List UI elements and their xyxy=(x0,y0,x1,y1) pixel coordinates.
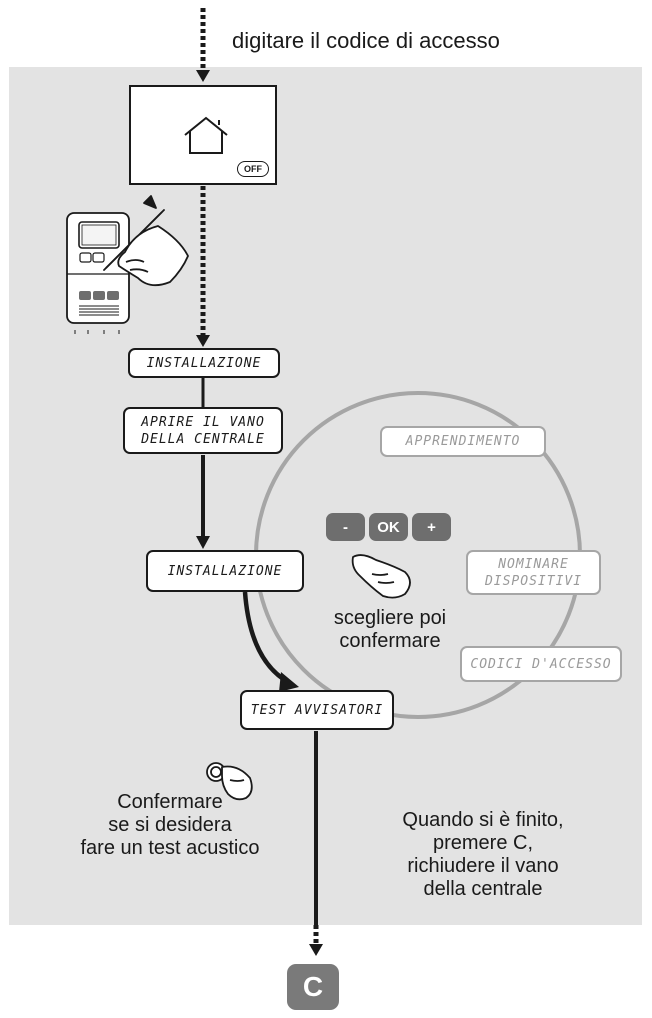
menu-item-apprendimento[interactable]: APPRENDIMENTO xyxy=(380,426,546,457)
alarm-screen: OFF xyxy=(129,85,277,185)
lcd-aprire-vano: APRIRE IL VANO DELLA CENTRALE xyxy=(123,407,283,454)
ok-key[interactable]: OK xyxy=(369,513,408,541)
access-code-instruction: digitare il codice di accesso xyxy=(232,28,500,53)
pointing-hand-icon xyxy=(351,554,411,599)
curved-arrowhead xyxy=(279,672,299,692)
background-panel xyxy=(9,67,642,925)
confirm-test-caption: Confermare se si desidera fare un test a… xyxy=(80,791,260,859)
c-button[interactable]: C xyxy=(287,964,339,1010)
installazione-arrowhead xyxy=(196,335,210,347)
lcd-installazione-1: INSTALLAZIONE xyxy=(128,348,280,378)
lcd-installazione-2: INSTALLAZIONE xyxy=(146,550,304,592)
pen-hand-icon xyxy=(103,195,189,287)
off-badge: OFF xyxy=(237,161,269,177)
bottom-arrowhead xyxy=(309,944,323,956)
menu-item-codici-accesso[interactable]: CODICI D'ACCESSO xyxy=(460,646,622,682)
finish-caption: Quando si è finito, premere C, richiuder… xyxy=(402,809,564,900)
step-arrowhead xyxy=(196,536,210,549)
choose-confirm-caption: scegliere poi confermare xyxy=(333,607,447,652)
top-arrowhead xyxy=(196,70,210,82)
minus-key[interactable]: - xyxy=(326,513,365,541)
control-panel-device-icon xyxy=(66,212,130,334)
house-icon xyxy=(184,116,228,154)
menu-item-nominare-dispositivi[interactable]: NOMINARE DISPOSITIVI xyxy=(466,550,601,595)
plus-key[interactable]: + xyxy=(412,513,451,541)
lcd-test-avvisatori[interactable]: TEST AVVISATORI xyxy=(240,690,394,730)
button-hand-icon xyxy=(206,762,253,801)
curved-arrow xyxy=(242,591,290,684)
